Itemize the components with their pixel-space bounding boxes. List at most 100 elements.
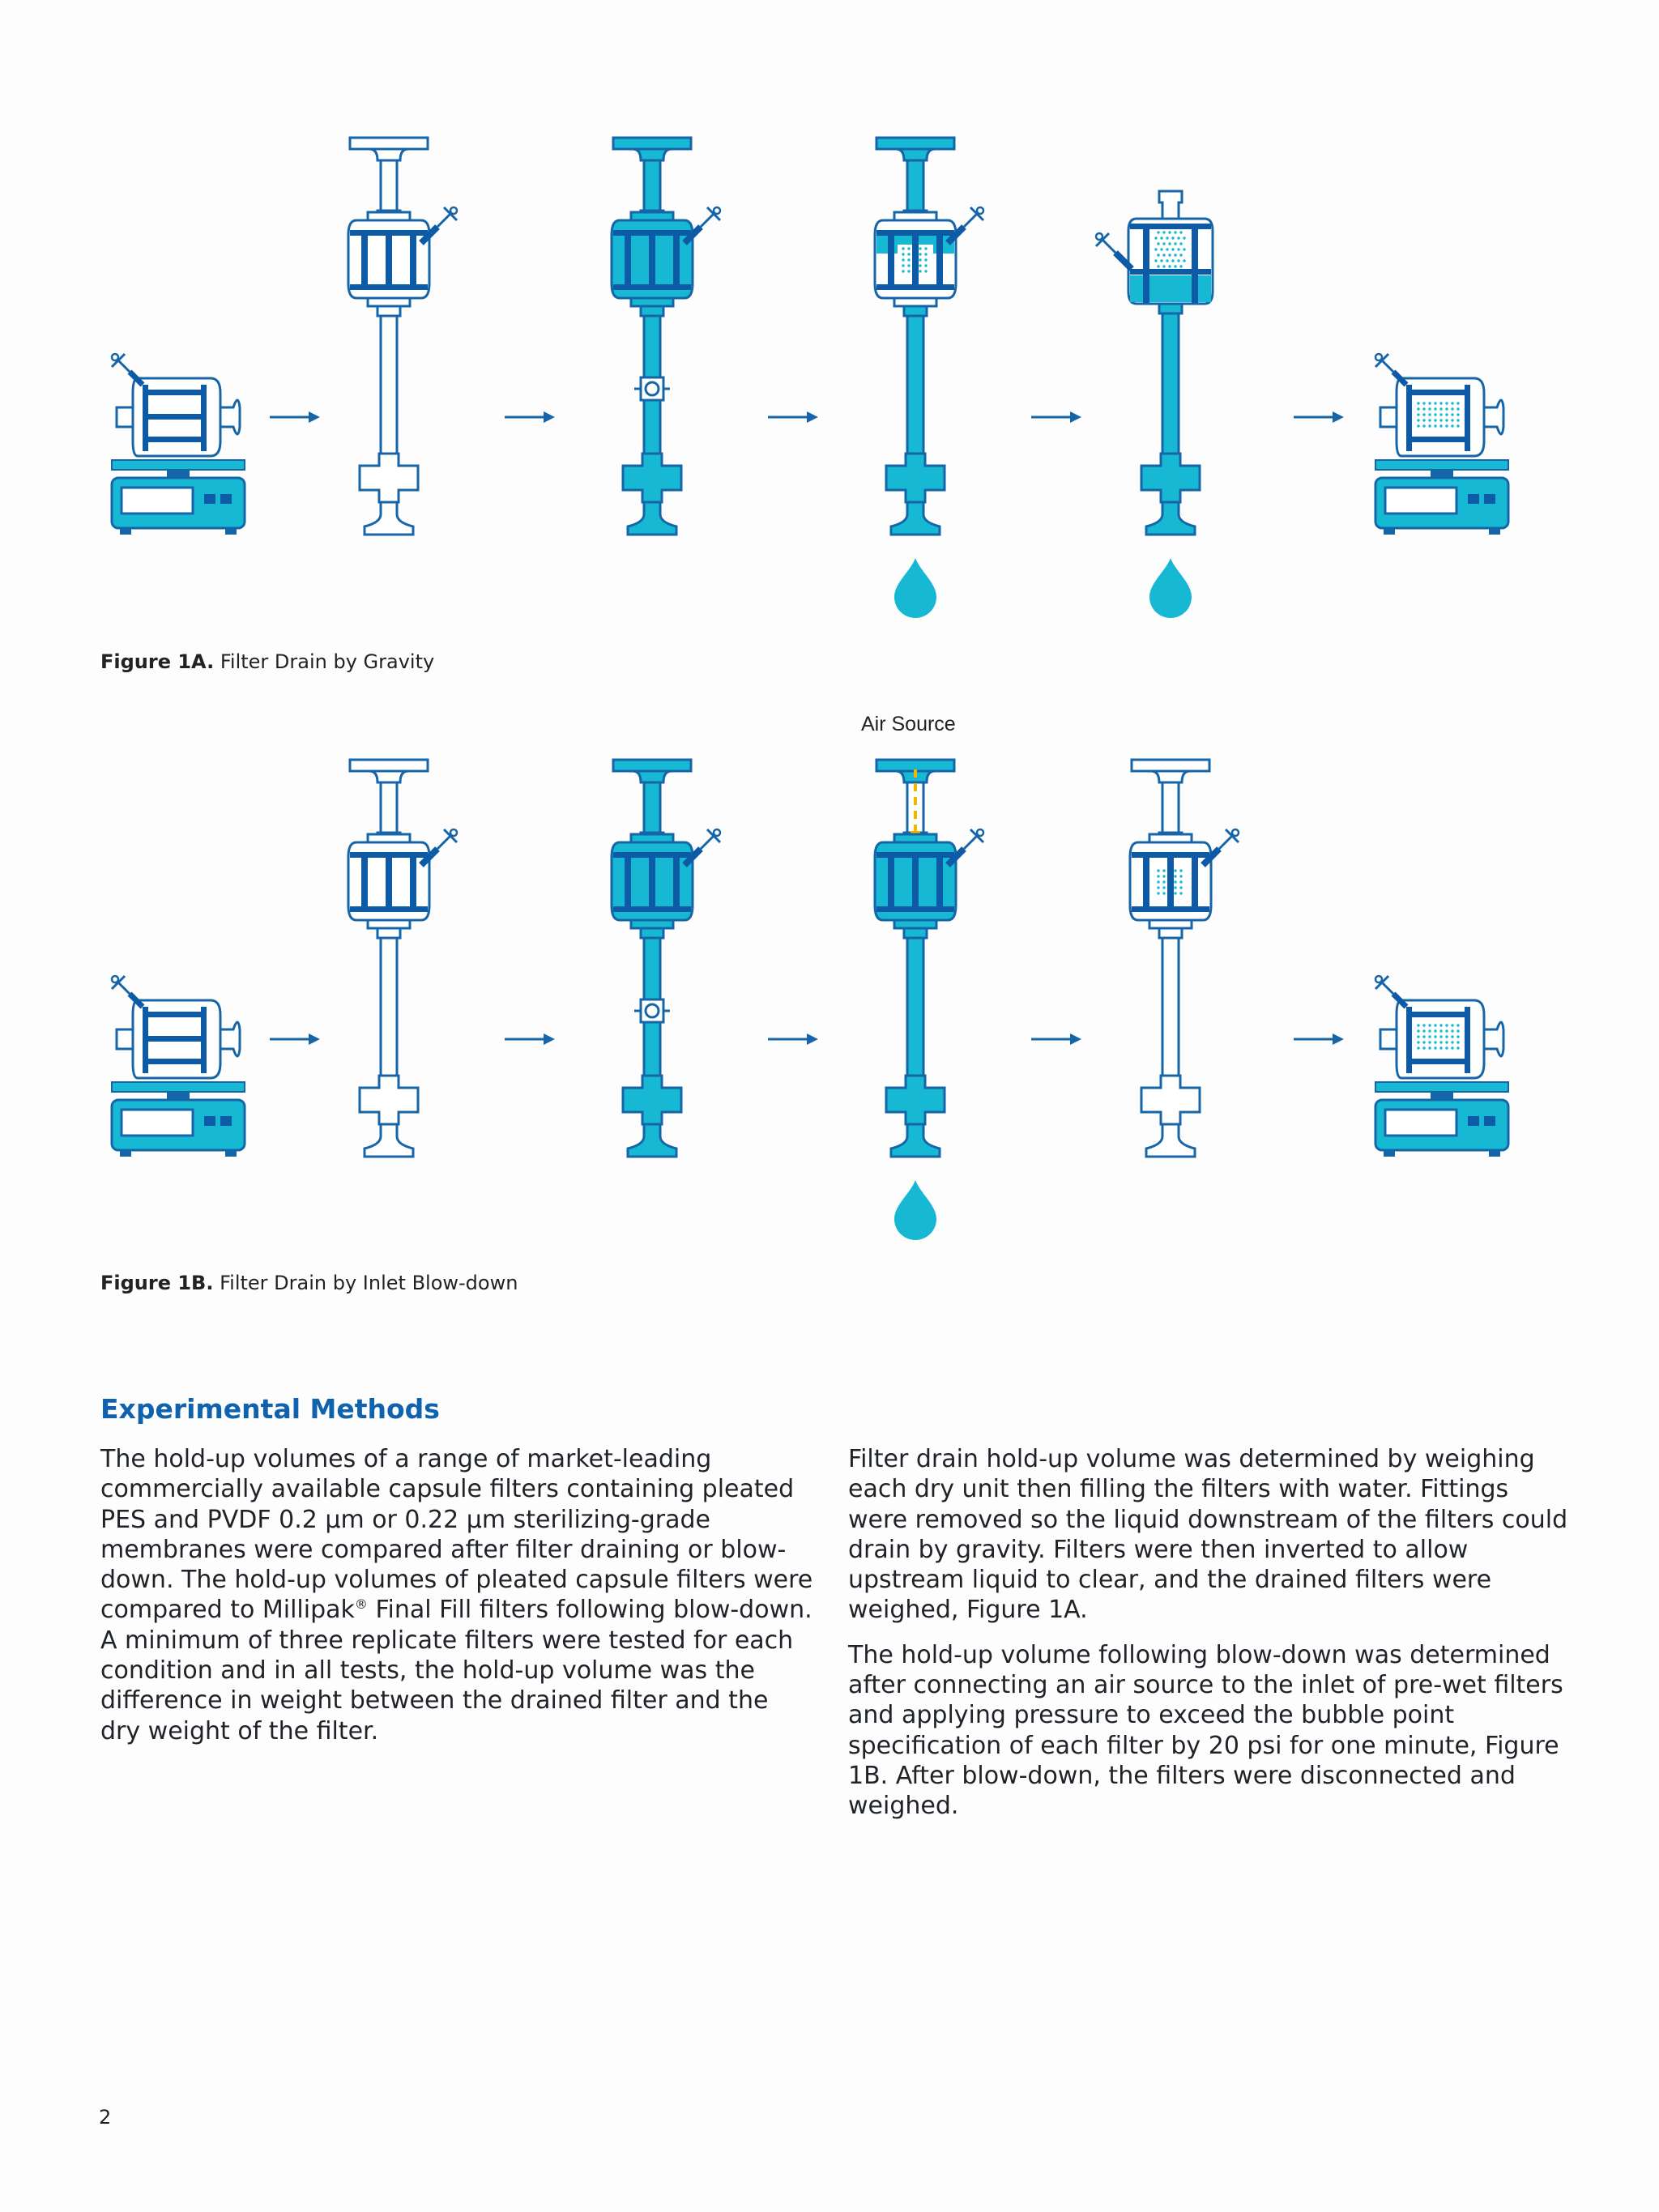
membrane-dot [1417,402,1420,405]
membrane-dot [1422,1041,1426,1044]
membrane-dot [919,258,922,262]
membrane-dot [1162,265,1166,268]
pleat-top-band [876,230,954,236]
pleat-center [912,852,919,912]
pleat-mid-band [1130,269,1211,275]
pleat-bottom-band [350,284,428,290]
membrane-dot [1439,1035,1443,1038]
membrane-dot [1422,402,1426,405]
inlet-handle [875,136,956,151]
figure-1b-caption: Figure 1B. Filter Drain by Inlet Blow-do… [100,1272,518,1294]
vent-cap [706,828,722,844]
pleat-left [1406,385,1412,451]
balance-scale-icon [1374,352,1510,535]
inlet-tube [642,781,662,837]
pleat-center [386,852,392,912]
water-drop-icon [1149,558,1192,618]
arrow-head-icon [309,411,320,423]
outlet-collar [1158,302,1183,315]
vent-pipe [682,846,703,867]
outlet-collar [376,927,402,940]
vent-stem [1101,238,1117,254]
vent-port-icon [1374,974,1409,1009]
membrane-dot [1162,254,1166,257]
inlet-handle [1130,758,1211,773]
membrane-dot [1162,892,1166,895]
inlet-handle [348,758,429,773]
stage-3 [610,136,722,536]
right-paragraph-2: The hold-up volume following blow-down w… [848,1640,1563,1821]
membrane-dot [902,258,905,262]
membrane-dot [902,247,905,250]
vent-stem [699,834,715,850]
pleat-left [888,852,894,912]
vent-port-icon [682,206,722,245]
outlet-collar [376,305,402,318]
membrane-dot [1160,259,1163,262]
left-paragraph-1: The hold-up volumes of a range of market… [100,1444,813,1746]
vent-port-icon [682,828,722,867]
pleat-bottom-band [143,1059,207,1064]
membrane-dot [1171,237,1175,240]
membrane-dot [1417,1024,1420,1027]
scale-button-icon [220,1116,232,1126]
scale-display [1384,486,1458,515]
pleat-top-band [1132,852,1209,858]
membrane-dot [1168,265,1171,268]
pleat-bottom-band [876,284,954,290]
valve-icon [644,1003,660,1019]
membrane-dot [1451,1029,1454,1033]
membrane-dot [1434,1035,1437,1038]
pleat-right [1192,852,1198,912]
membrane-dot [1445,1035,1448,1038]
pleat-bottom-band [1406,437,1470,442]
cross-fitting [358,452,420,504]
vent-stem [1218,834,1234,850]
membrane-dot [1428,1029,1431,1033]
process-arrow-icon [505,411,555,423]
membrane-dot [1166,248,1169,251]
inlet-handle [348,136,429,151]
membrane-dot [1174,265,1177,268]
outlet-collar [902,305,928,318]
membrane-dot [1439,424,1443,428]
water-drop-icon [894,1180,936,1240]
section-heading: Experimental Methods [100,1393,440,1425]
membrane-dot [1177,237,1180,240]
vent-pipe [945,224,966,245]
membrane-dot [1422,1024,1426,1027]
membrane-dot [1434,413,1437,416]
membrane-dot [1157,886,1160,889]
membrane-dot [1417,413,1420,416]
membrane-dot [1157,880,1160,884]
membrane-dot [1417,1041,1420,1044]
membrane-dot [1154,248,1158,251]
process-arrow-icon [270,1034,320,1045]
pleat-bottom-band [613,906,691,912]
scale-foot [120,1150,131,1157]
vent-pipe [945,846,966,867]
vent-stem [436,212,452,228]
filter-assembly [610,758,722,1158]
membrane-dot [1162,869,1166,872]
capsule-side-port [219,399,241,436]
scale-display [120,486,194,515]
membrane-dot [1174,869,1177,872]
membrane-dot [907,253,911,256]
vent-knob [1094,232,1104,241]
membrane-dot [1428,424,1431,428]
inlet-tube [379,159,399,215]
membrane-dot [1157,242,1160,245]
membrane-dot [1428,413,1431,416]
air-source-label: Air Source [861,713,956,735]
pleat-right [673,230,680,290]
membrane-dot [1422,419,1426,422]
outlet-tube [906,936,925,1077]
pleat-center [1167,852,1174,912]
inlet-flare [1150,769,1191,784]
membrane-dot [1439,402,1443,405]
stage-6 [1374,974,1510,1157]
membrane-dot [1445,1046,1448,1050]
vent-stem [436,834,452,850]
filter-capsule-icon [610,833,694,930]
